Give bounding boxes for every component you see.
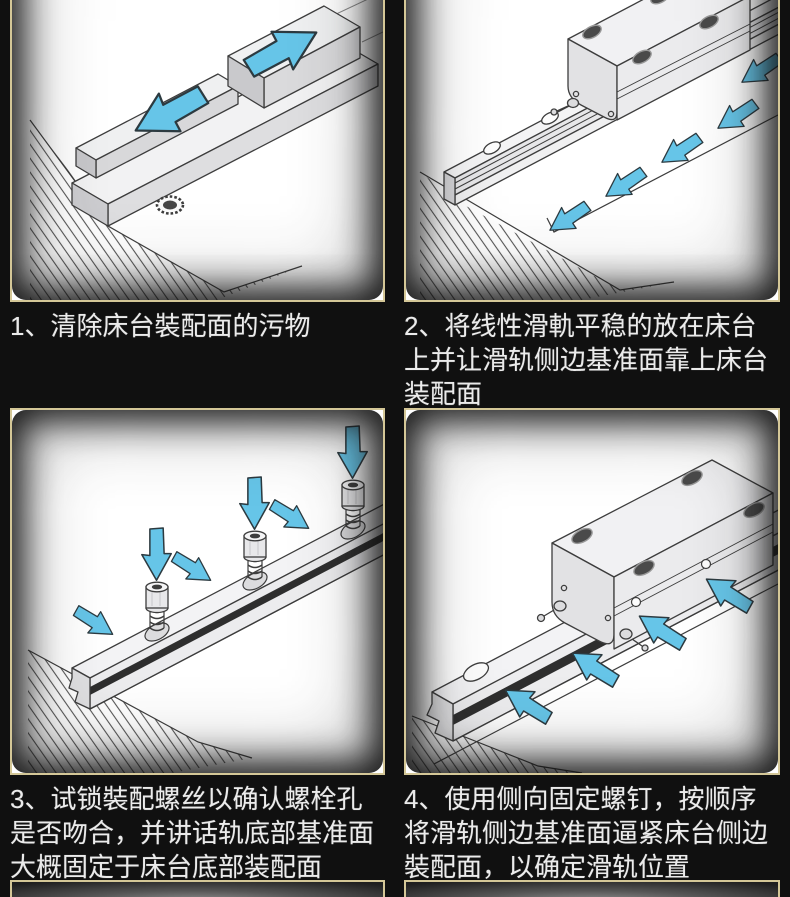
rail-bolt-hole bbox=[462, 662, 490, 682]
rail-carriage bbox=[550, 0, 751, 121]
panel-row-1 bbox=[0, 0, 790, 302]
step3-illustration bbox=[27, 425, 383, 773]
step4-illustration bbox=[411, 459, 778, 773]
step3-panel bbox=[10, 408, 385, 775]
rail-carriage bbox=[536, 459, 774, 652]
step3-caption: 3、试锁裝配螺丝以确认螺栓孔是否吻合，并讲话轨底部基准面大概固定于床台底部装配面 bbox=[10, 784, 375, 882]
grease-nipple bbox=[550, 97, 580, 116]
grease-nipple bbox=[536, 600, 649, 652]
step4-caption: 4、使用侧向固定螺钉，按顺序将滑轨侧边基准面逼紧床台侧边裝配面，以确定滑轨位置 bbox=[404, 784, 769, 882]
bed-block bbox=[71, 0, 383, 227]
ground-hatching bbox=[29, 119, 303, 300]
panel-row-3-partial bbox=[0, 880, 790, 897]
caption-row-1: 1、清除床台裝配面的污物 2、将线性滑軌平稳的放在床台上并让滑轨侧边基准面靠上床… bbox=[0, 302, 790, 409]
step2-panel bbox=[404, 0, 780, 302]
step1-caption: 1、清除床台裝配面的污物 bbox=[10, 311, 311, 341]
step2-illustration bbox=[419, 0, 778, 300]
side-screw-holes bbox=[630, 558, 712, 608]
bed-edges bbox=[546, 114, 778, 233]
step1-panel bbox=[10, 0, 385, 302]
caption-row-2: 3、试锁裝配螺丝以确认螺栓孔是否吻合，并讲话轨底部基准面大概固定于床台底部装配面… bbox=[0, 775, 790, 882]
countersunk-holes bbox=[144, 520, 366, 642]
step4-panel bbox=[404, 408, 780, 775]
linear-rail bbox=[68, 503, 383, 710]
step2-caption: 2、将线性滑軌平稳的放在床台上并让滑轨侧边基准面靠上床台装配面 bbox=[404, 311, 769, 409]
panel-row-2 bbox=[0, 408, 790, 775]
step6-panel-partial bbox=[404, 880, 780, 897]
step1-illustration bbox=[29, 0, 383, 300]
step5-panel-partial bbox=[10, 880, 385, 897]
carriage-bolt-holes bbox=[571, 469, 765, 577]
ground-hatching bbox=[419, 171, 675, 300]
carriage-bolt-holes bbox=[582, 0, 719, 65]
